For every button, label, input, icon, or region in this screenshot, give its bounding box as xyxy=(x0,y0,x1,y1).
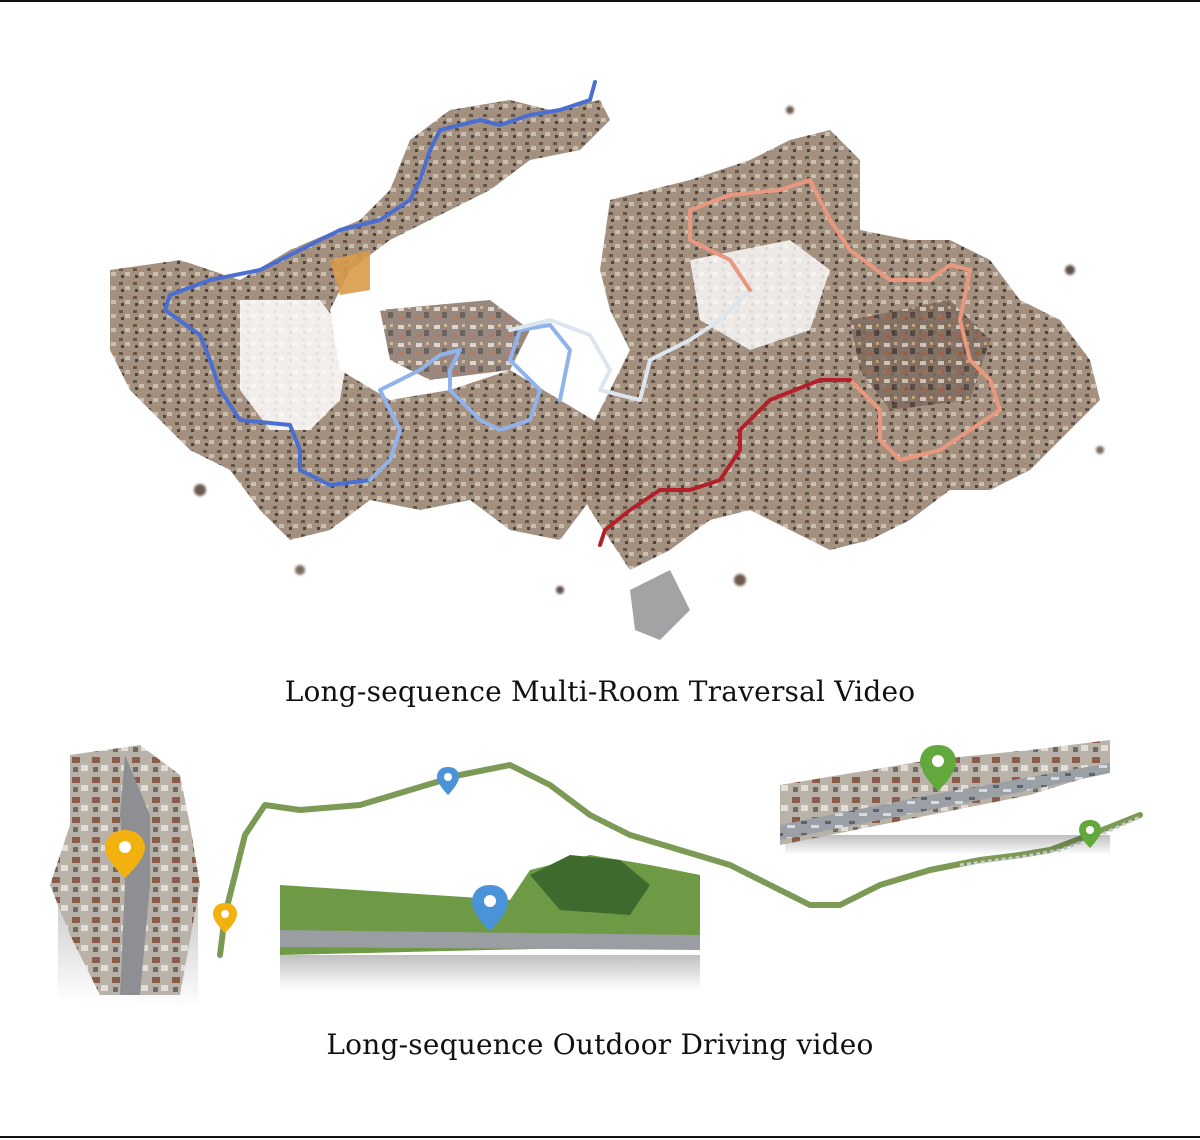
trajectory-salmon xyxy=(688,178,1002,462)
map-pin-icon xyxy=(1079,820,1101,848)
map-pin-icon xyxy=(472,885,508,931)
top-caption: Long-sequence Multi-Room Traversal Video xyxy=(284,675,916,708)
map-pin-icon xyxy=(105,830,145,878)
driving-route xyxy=(217,762,1143,958)
left-wing-rooms xyxy=(110,100,650,540)
town-inset xyxy=(50,745,200,1009)
highway-inset xyxy=(780,740,1110,855)
camera-trajectories xyxy=(163,80,1002,547)
bottom-caption: Long-sequence Outdoor Driving video xyxy=(326,1028,874,1061)
map-pin-icon xyxy=(213,903,237,933)
top-border xyxy=(0,0,1200,2)
point-cloud-specks xyxy=(194,106,1104,594)
right-wing-rooms xyxy=(570,130,1100,640)
trajectory-blue-light xyxy=(368,323,572,482)
indoor-reconstruction xyxy=(90,70,1130,650)
trajectory-pale xyxy=(508,288,752,402)
indoor-point-cloud xyxy=(110,80,1104,640)
map-pin-icon xyxy=(437,767,459,795)
outdoor-reconstruction xyxy=(30,735,1150,1015)
trajectory-red xyxy=(598,378,852,547)
outdoor-point-cloud xyxy=(50,740,1143,1009)
bottom-border xyxy=(0,1136,1200,1138)
map-pin-icon xyxy=(920,745,956,791)
trajectory-blue-dark xyxy=(163,80,597,487)
